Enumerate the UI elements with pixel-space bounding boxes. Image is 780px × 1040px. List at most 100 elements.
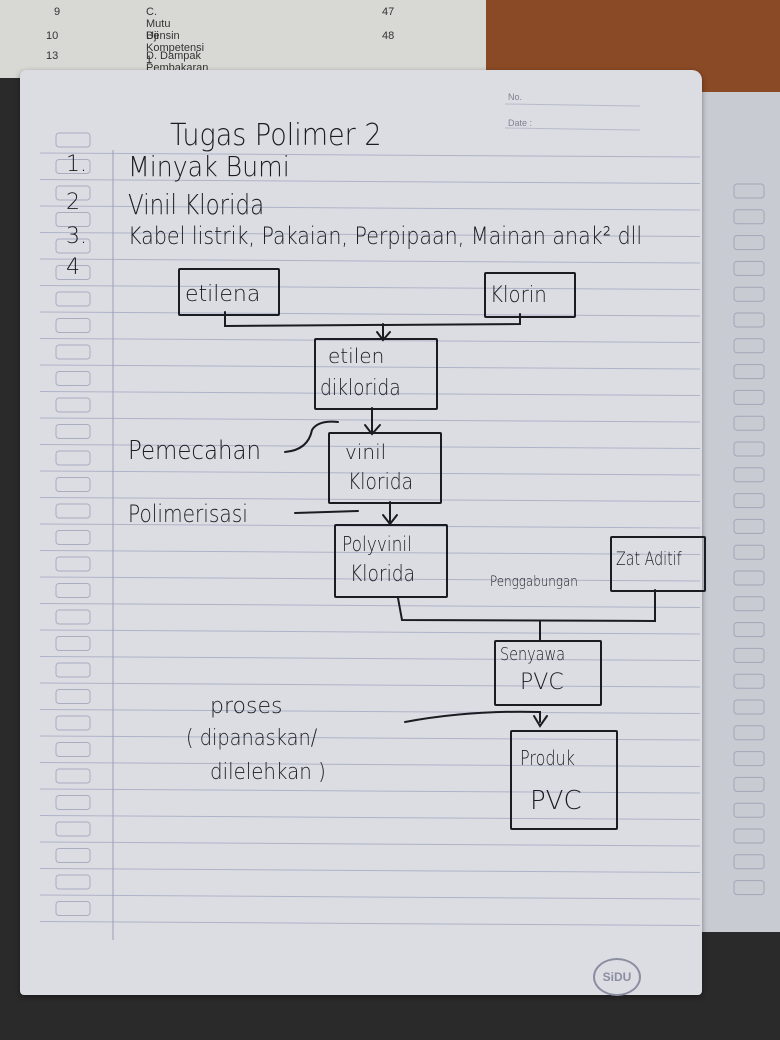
node-etilen-diklorida (314, 338, 438, 410)
ruled-line (39, 470, 701, 476)
notebook-page (20, 70, 702, 995)
binder-box (55, 715, 91, 731)
binder-box (55, 583, 91, 598)
label-proses: ( dipanaskan/ (186, 726, 318, 751)
binder-box (55, 132, 91, 148)
binder-box (55, 344, 91, 360)
date-line (504, 127, 641, 131)
ruled-line (39, 232, 701, 237)
binder-box (55, 821, 91, 837)
ruled-line (39, 682, 701, 688)
binder-box (55, 318, 91, 333)
binder-box (733, 286, 765, 302)
binder-box (55, 238, 91, 254)
date-label: Date : (508, 118, 533, 128)
ruled-line (39, 841, 701, 847)
binder-box (55, 795, 91, 810)
connector-line (284, 420, 339, 453)
binder-box (733, 338, 765, 354)
binder-box (733, 389, 765, 405)
ruled-line (39, 656, 701, 661)
book-row-page: 47 (382, 6, 395, 18)
ruled-line (39, 311, 701, 317)
ruled-line (39, 550, 701, 555)
binder-box (733, 364, 765, 380)
ruled-line (39, 179, 701, 184)
binder-box (55, 265, 91, 280)
node-vinil-klorida-label: vinil (345, 440, 387, 464)
ruled-line (39, 152, 701, 158)
binder-box (733, 209, 765, 225)
ruled-line (39, 788, 701, 794)
binder-box (55, 450, 91, 466)
binder-box (55, 503, 91, 519)
label-penggabungan: Penggabungan (490, 574, 578, 590)
connector-line (224, 311, 521, 328)
node-senyawa-pvc-label: Senyawa (500, 644, 566, 665)
page-title: Tugas Polimer 2 (170, 118, 382, 153)
binder-box (55, 371, 91, 386)
binder-box (55, 212, 91, 227)
book-row-text: C. Mutu Bensin (146, 6, 180, 42)
binder-box (55, 874, 91, 890)
binder-box (733, 235, 765, 251)
ruled-line (39, 444, 701, 449)
node-polyvinil-klorida-label: Klorida (350, 562, 416, 587)
binder-box (733, 622, 765, 638)
node-senyawa-pvc (494, 640, 602, 706)
binder-box (55, 477, 91, 492)
connector-line (397, 589, 656, 623)
ruled-line (39, 338, 701, 343)
book-row-page: 48 (382, 30, 395, 42)
binder-box (55, 848, 91, 863)
arrow-head (533, 715, 548, 728)
binder-box (733, 802, 765, 818)
node-vinil-klorida (328, 432, 442, 504)
binder-box (55, 636, 91, 651)
binder-box (55, 901, 91, 916)
node-senyawa-pvc-label: PVC (520, 670, 564, 695)
binder-box (733, 467, 765, 483)
book-row-number: 9 (54, 6, 61, 18)
binder-box (733, 183, 765, 199)
ruled-line (39, 576, 701, 582)
binder-box (55, 397, 91, 413)
label-pemecahan: Pemecahan (128, 436, 262, 466)
binder-box (733, 312, 765, 328)
answer-number: 1. (66, 152, 87, 177)
answer-number: 3. (66, 224, 87, 249)
binder-box (55, 768, 91, 784)
book-row-text: Uji Kompetensi 1 (146, 30, 205, 66)
binder-box (733, 596, 765, 612)
ruled-line (39, 762, 701, 767)
binder-box (55, 159, 91, 174)
answer-text: Minyak Bumi (128, 150, 290, 183)
binder-box (733, 725, 765, 741)
node-zat-aditif-label: Zat Aditif (616, 548, 682, 570)
binder-box (733, 544, 765, 560)
ruled-line (39, 815, 701, 820)
answer-number: 4 (66, 255, 80, 280)
ruled-line (39, 868, 701, 873)
answer-number: 2 (66, 190, 80, 215)
ruled-line (39, 205, 701, 211)
label-polimerisasi: Polimerisasi (128, 500, 248, 528)
answer-text: Kabel listrik, Pakaian, Perpipaan, Maina… (128, 222, 643, 250)
ruled-line (39, 735, 701, 741)
node-produk-pvc-label: Produk (520, 746, 575, 770)
binder-box (733, 776, 765, 792)
binder-box (733, 751, 765, 767)
ruled-line (39, 921, 701, 926)
no-line (504, 103, 641, 107)
binder-box (55, 662, 91, 678)
arrow-head (376, 331, 391, 342)
node-klorin-label: Klorin (490, 283, 547, 308)
no-label: No. (508, 92, 523, 102)
arrow-head (364, 424, 381, 436)
answer-text: Vinil Klorida (128, 188, 265, 221)
binder-box (733, 673, 765, 689)
ruled-line (39, 285, 701, 290)
binder-box (55, 530, 91, 545)
binder-box (55, 742, 91, 757)
